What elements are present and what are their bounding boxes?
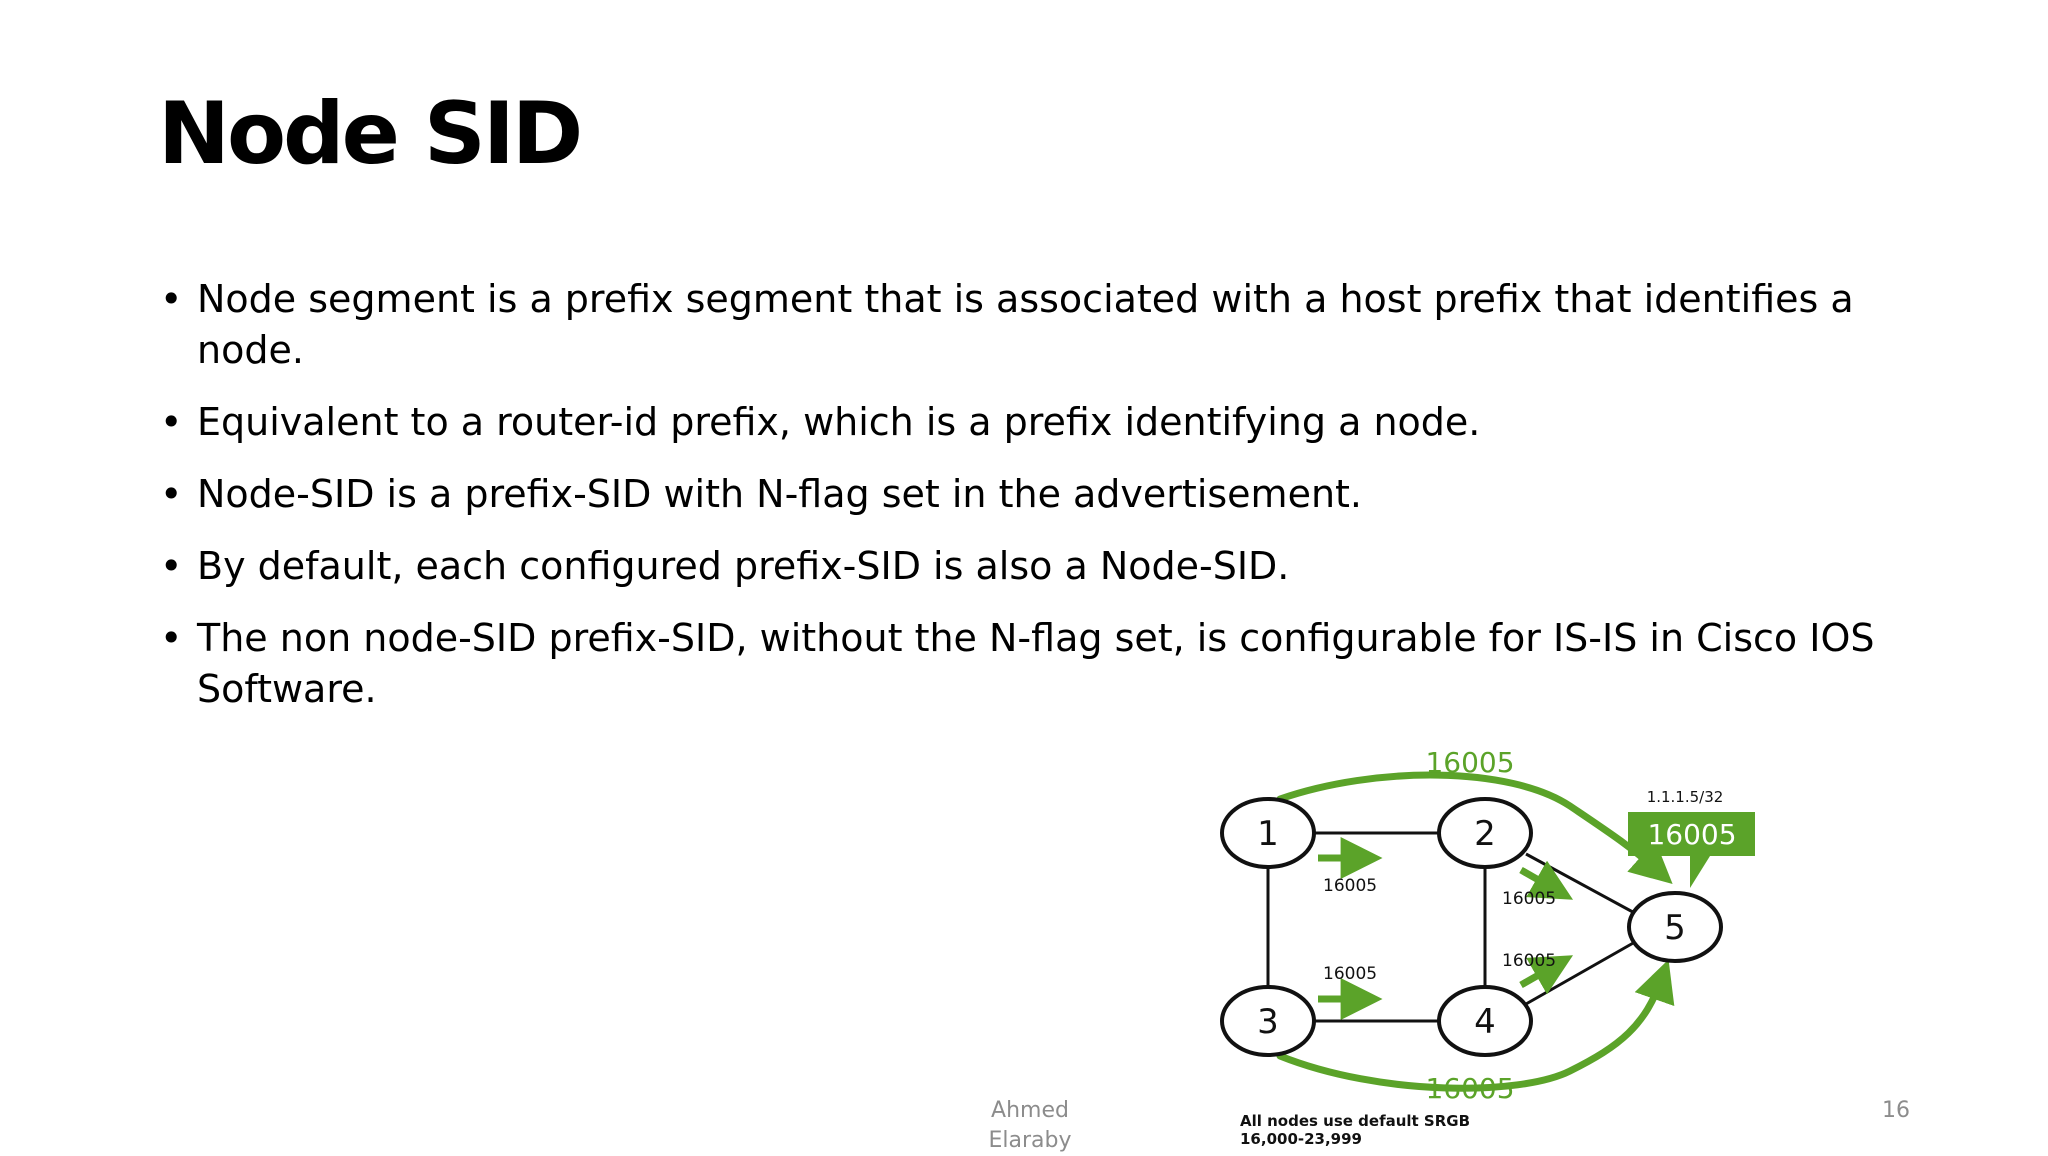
router-node-1-circle [1220, 797, 1316, 869]
router-node-3-label: 3 [1257, 1002, 1279, 1042]
node4-arrow [1519, 955, 1574, 995]
node2-arrow [1519, 860, 1574, 900]
bullet-marker: • [160, 544, 183, 588]
top-path: 16005 [1276, 746, 1673, 885]
router-node-2-circle [1437, 797, 1533, 869]
router-node-5-circle [1627, 891, 1723, 963]
bottom-path: 16005 [1276, 959, 1675, 1105]
node4-label: 16005 [1502, 951, 1556, 971]
router-node-1: 1 [1220, 797, 1316, 869]
router-nodes: 1 2 3 4 5 [1220, 797, 1723, 1057]
bullet-text: Equivalent to a router-id prefix, which … [197, 400, 1481, 444]
srgb-note-line-2: 16,000-23,999 [1240, 1130, 1362, 1148]
router-node-4-circle [1437, 985, 1533, 1057]
prefix-label: 1.1.1.5/32 [1647, 788, 1724, 806]
bullet-item: • Equivalent to a router-id prefix, whic… [160, 397, 1900, 448]
bullet-marker: • [160, 400, 183, 444]
bullet-marker: • [160, 277, 183, 321]
router-node-1-label: 1 [1257, 814, 1279, 854]
node3-label: 16005 [1323, 964, 1377, 984]
bullet-item: • Node segment is a prefix segment that … [160, 274, 1900, 376]
router-node-5-label: 5 [1664, 908, 1686, 948]
bullet-list: • Node segment is a prefix segment that … [160, 274, 1900, 736]
bullet-text: Node segment is a prefix segment that is… [197, 277, 1854, 372]
router-node-2: 2 [1437, 797, 1533, 869]
link-labels: 16005 16005 16005 16005 [1323, 876, 1556, 984]
router-node-5: 5 [1627, 891, 1723, 963]
bullet-item: • Node-SID is a prefix-SID with N-flag s… [160, 469, 1900, 520]
top-path-label: 16005 [1425, 746, 1514, 779]
slide-title: Node SID [158, 84, 583, 184]
bottom-path-label: 16005 [1425, 1072, 1514, 1105]
router-node-2-label: 2 [1474, 814, 1496, 854]
router-node-3-circle [1220, 985, 1316, 1057]
footer-author: Ahmed Elaraby [988, 1098, 1072, 1153]
bullet-text: By default, each configured prefix-SID i… [197, 544, 1290, 588]
bottom-path-arrow [1276, 959, 1675, 1092]
callout-box [1628, 812, 1755, 888]
segment-arrows [1318, 837, 1574, 1020]
callout-label: 16005 [1647, 818, 1736, 851]
bullet-text: Node-SID is a prefix-SID with N-flag set… [197, 472, 1363, 516]
router-node-4: 4 [1437, 985, 1533, 1057]
router-node-4-label: 4 [1474, 1002, 1496, 1042]
srgb-note-line-1: All nodes use default SRGB [1240, 1112, 1470, 1130]
srgb-note: All nodes use default SRGB 16,000-23,999 [1240, 1112, 1470, 1148]
router-node-3: 3 [1220, 985, 1316, 1057]
node1-label: 16005 [1323, 876, 1377, 896]
network-diagram-svg: 16005 16005 1.1.1.5/32 16005 16005 [1220, 746, 1755, 1148]
page-number: 16 [1882, 1098, 1910, 1123]
bullet-marker: • [160, 616, 183, 660]
node2-label: 16005 [1502, 889, 1556, 909]
bullet-item: • By default, each configured prefix-SID… [160, 541, 1900, 592]
bullet-marker: • [160, 472, 183, 516]
bullet-item: • The non node-SID prefix-SID, without t… [160, 613, 1900, 715]
bullet-text: The non node-SID prefix-SID, without the… [197, 616, 1875, 711]
prefix-callout: 1.1.1.5/32 16005 [1628, 788, 1755, 888]
top-path-arrow [1276, 771, 1673, 885]
network-diagram: 16005 16005 1.1.1.5/32 16005 16005 [1210, 746, 1770, 1152]
